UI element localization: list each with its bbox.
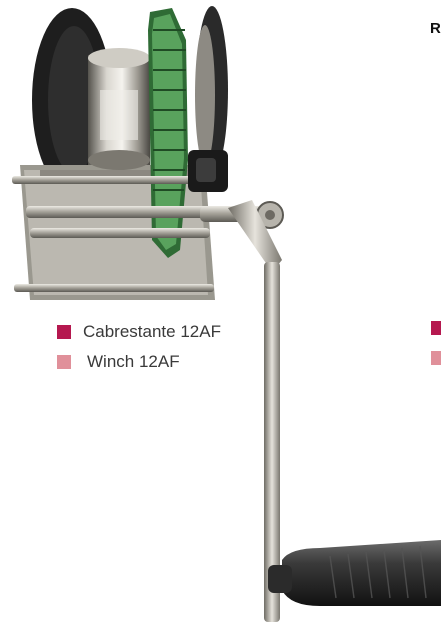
legend-item-english[interactable]: Winch 12AF bbox=[57, 348, 221, 376]
cut-heading-letter: R bbox=[430, 20, 441, 37]
legend-label-english: Winch 12AF bbox=[87, 352, 180, 371]
legend-swatch-english bbox=[57, 355, 71, 369]
product-legend: Cabrestante 12AF Winch 12AF bbox=[57, 318, 221, 376]
edge-swatch-dark bbox=[431, 321, 441, 335]
edge-swatch-light bbox=[431, 351, 441, 365]
legend-item-spanish[interactable]: Cabrestante 12AF bbox=[57, 318, 221, 346]
legend-swatch-spanish bbox=[57, 325, 71, 339]
legend-label-spanish: Cabrestante 12AF bbox=[83, 322, 221, 341]
